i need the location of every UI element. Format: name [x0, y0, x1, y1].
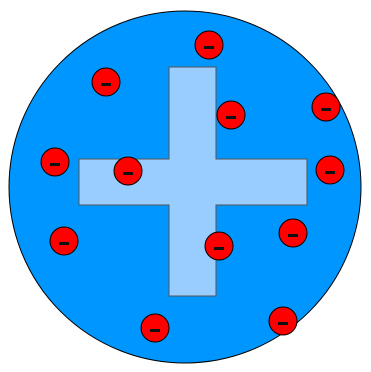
minus-sign-icon	[59, 242, 69, 245]
electron	[141, 314, 169, 342]
minus-sign-icon	[226, 116, 236, 119]
minus-sign-icon	[50, 163, 60, 166]
electron-circle	[92, 68, 120, 96]
electron	[50, 227, 78, 255]
electron-circle	[217, 101, 245, 129]
electron	[312, 93, 340, 121]
electron	[205, 232, 233, 260]
minus-sign-icon	[204, 46, 214, 49]
electron	[92, 68, 120, 96]
electron	[217, 101, 245, 129]
electron	[316, 156, 344, 184]
electron	[269, 307, 297, 335]
electron-circle	[316, 156, 344, 184]
electron-circle	[195, 31, 223, 59]
electron-circle	[312, 93, 340, 121]
minus-sign-icon	[214, 247, 224, 250]
electron-circle	[114, 157, 142, 185]
electron-circle	[41, 148, 69, 176]
electron-circle	[50, 227, 78, 255]
minus-sign-icon	[321, 108, 331, 111]
minus-sign-icon	[325, 171, 335, 174]
electron	[279, 219, 307, 247]
electron	[195, 31, 223, 59]
electron-circle	[269, 307, 297, 335]
minus-sign-icon	[278, 322, 288, 325]
minus-sign-icon	[123, 172, 133, 175]
electron	[41, 148, 69, 176]
electron-circle	[141, 314, 169, 342]
minus-sign-icon	[101, 83, 111, 86]
electron-circle	[279, 219, 307, 247]
minus-sign-icon	[288, 234, 298, 237]
electron	[114, 157, 142, 185]
minus-sign-icon	[150, 329, 160, 332]
electron-circle	[205, 232, 233, 260]
